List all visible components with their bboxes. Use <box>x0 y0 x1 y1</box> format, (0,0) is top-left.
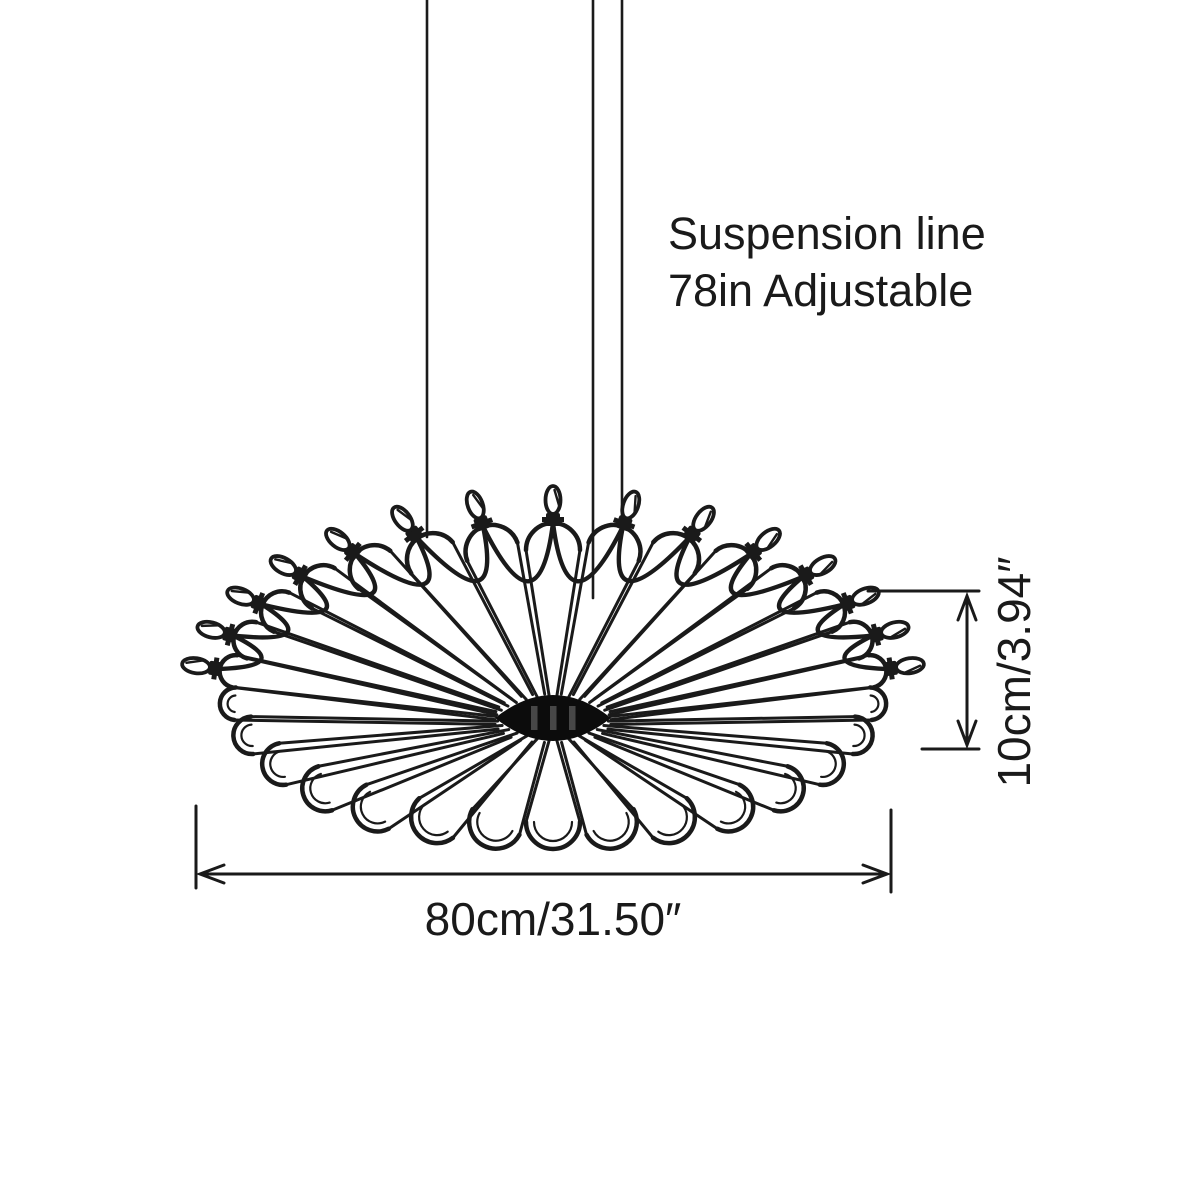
carabiner-hook-icon <box>797 554 838 586</box>
pleated-shade-front <box>217 685 889 852</box>
carabiner-hook-icon <box>681 504 716 543</box>
carabiner-hooks <box>180 484 926 680</box>
height-dimension-label: 10cm/3.94″ <box>988 556 1040 788</box>
pleated-shade-back <box>217 520 889 722</box>
suspension-note-line2: 78in Adjustable <box>668 265 974 316</box>
carabiner-hook-icon <box>324 526 362 562</box>
carabiner-hook-icon <box>464 489 494 532</box>
carabiner-hook-icon <box>225 585 267 615</box>
center-diffuser <box>495 695 611 741</box>
suspension-note: Suspension line 78in Adjustable <box>668 205 986 319</box>
carabiner-hook-icon <box>180 656 223 680</box>
suspension-note-line1: Suspension line <box>668 208 986 259</box>
carabiner-hook-icon <box>744 526 782 562</box>
carabiner-hook-icon <box>839 585 881 615</box>
carabiner-hook-icon <box>390 504 425 543</box>
carabiner-hook-icon <box>883 656 926 680</box>
width-dimension <box>194 804 893 894</box>
height-dimension <box>866 589 981 751</box>
carabiner-hook-icon <box>542 484 564 526</box>
hanging-loops <box>216 520 890 672</box>
suspension-cables <box>425 0 624 600</box>
carabiner-hook-icon <box>868 619 911 646</box>
carabiner-hook-icon <box>195 619 238 646</box>
carabiner-hook-icon <box>612 489 642 532</box>
carabiner-hook-icon <box>268 554 309 586</box>
width-dimension-label: 80cm/31.50″ <box>424 893 682 945</box>
